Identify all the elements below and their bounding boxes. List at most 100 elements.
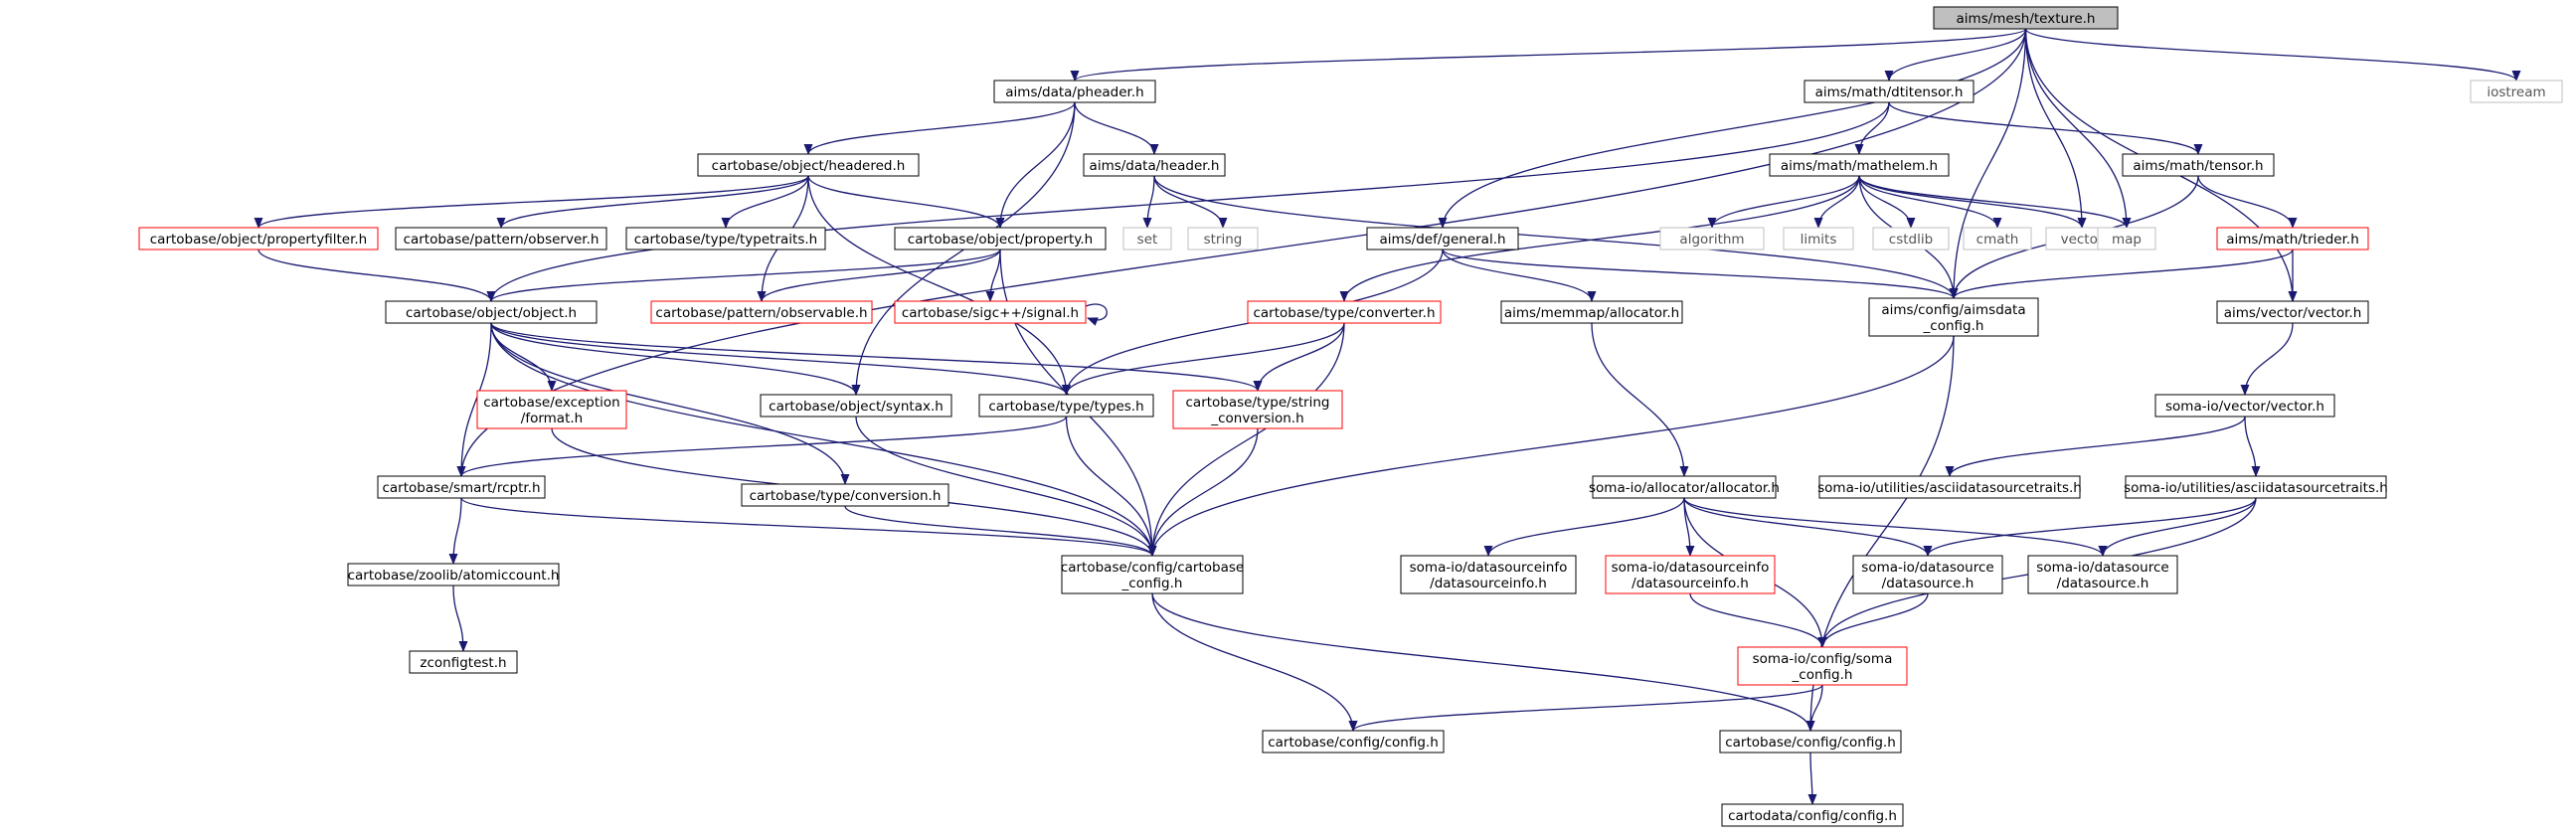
node-label: soma-io/allocator/allocator.h [1589,480,1780,496]
node-box [2470,80,2563,103]
node-box [1247,300,1442,324]
node-label: string [1204,232,1243,248]
node-box [2097,227,2156,251]
node-texture: aims/mesh/texture.h [1933,6,2119,30]
node-atomiccount[interactable]: cartobase/zoolib/atomiccount.h [347,563,560,587]
node-datasource1[interactable]: soma-io/datasource/datasource.h [1852,555,2003,594]
node-asciitraits1[interactable]: soma-io/utilities/asciidatasourcetraits.… [1817,475,2082,499]
node-observable[interactable]: cartobase/pattern/observable.h [650,300,873,324]
edge-mathelem-to-cmath [1858,175,2002,229]
node-label: cartobase/zoolib/atomiccount.h [348,568,560,584]
node-label: cartobase/object/property.h [908,232,1093,248]
node-box [993,80,1156,103]
node-cartobase_config[interactable]: cartobase/config/cartobase_config.h [1061,555,1244,594]
node-set: set [1122,227,1172,251]
node-cartodata_config[interactable]: cartodata/config/config.h [1721,803,1904,827]
node-datasource2[interactable]: soma-io/datasource/datasource.h [2027,555,2178,594]
node-string_conversion[interactable]: cartobase/type/string_conversion.h [1172,390,1343,429]
node-aimsdata_config[interactable]: aims/config/aimsdata_config.h [1868,297,2039,337]
node-dtitensor[interactable]: aims/math/dtitensor.h [1803,80,1975,103]
edge-tensor-to-trieder [2197,175,2298,229]
edge-signal-to-signal [1085,303,1108,326]
node-types[interactable]: cartobase/type/types.h [978,394,1154,418]
node-box [1818,475,2081,499]
node-converter[interactable]: cartobase/type/converter.h [1247,300,1442,324]
node-box [1500,300,1683,324]
node-soma_allocator[interactable]: soma-io/allocator/allocator.h [1589,475,1780,499]
edge-atomiccount-to-zconfigtest [452,585,468,652]
edge-soma_allocator-to-dsinfo1 [1483,497,1685,557]
node-somavector[interactable]: soma-io/vector/vector.h [2154,394,2335,418]
node-label: set [1137,232,1158,248]
edge-mathelem-to-cstdlib [1858,175,1916,229]
node-label: cartobase/type/conversion.h [750,488,942,504]
node-header[interactable]: aims/data/header.h [1083,153,1226,177]
node-config2[interactable]: cartobase/config/config.h [1719,730,1902,754]
node-typetraits[interactable]: cartobase/type/typetraits.h [625,227,826,251]
node-object[interactable]: cartobase/object/object.h [385,300,598,324]
node-box [650,300,873,324]
node-label: cmath [1976,232,2019,248]
node-propertyfilter[interactable]: cartobase/object/propertyfilter.h [138,227,379,251]
node-rcptr[interactable]: cartobase/smart/rcptr.h [377,475,546,499]
node-label: aims/config/aimsdata [1881,302,2025,318]
edge-header-to-aimsdata_config [1153,175,1959,299]
node-signal[interactable]: cartobase/sigc++/signal.h [894,300,1087,324]
node-box [1872,227,1950,251]
node-label: _config.h [1923,318,1984,334]
node-observer[interactable]: cartobase/pattern/observer.h [395,227,607,251]
node-box [1172,390,1343,429]
node-label: cartobase/type/converter.h [1253,305,1435,321]
node-box [1122,227,1172,251]
node-box [978,394,1154,418]
edge-headered-to-property [807,175,1005,229]
node-asciitraits2[interactable]: soma-io/utilities/asciidatasourcetraits.… [2124,475,2388,499]
node-limits: limits [1783,227,1854,251]
node-property[interactable]: cartobase/object/property.h [894,227,1107,251]
edge-cartobase_config-to-config2 [1151,592,1815,732]
node-pheader[interactable]: aims/data/pheader.h [993,80,1156,103]
node-box [1933,6,2119,30]
edge-headered-to-propertyfilter [254,175,809,229]
node-label: cartobase/type/types.h [988,399,1143,415]
node-mathelem[interactable]: aims/math/mathelem.h [1769,153,1950,177]
node-trieder[interactable]: aims/math/trieder.h [2216,227,2369,251]
node-exception_format[interactable]: cartobase/exception/format.h [476,390,627,429]
edge-asciitraits2-to-datasource1 [1923,497,2257,557]
node-box [138,227,379,251]
node-box [1400,555,1577,594]
edge-object-to-rcptr [456,322,492,477]
node-iostream: iostream [2470,80,2563,103]
node-dsinfo2[interactable]: soma-io/datasourceinfo/datasourceinfo.h [1605,555,1776,594]
node-general[interactable]: aims/def/general.h [1366,227,1519,251]
node-box [2122,153,2275,177]
edge-converter-to-types [1062,322,1345,396]
node-label: cartobase/object/object.h [406,305,577,321]
node-allocator[interactable]: aims/memmap/allocator.h [1500,300,1683,324]
node-box [1061,555,1244,594]
node-box [1852,555,2003,594]
node-box [1868,297,2039,337]
node-box [1262,730,1445,754]
node-conversion[interactable]: cartobase/type/conversion.h [741,483,949,507]
node-config1[interactable]: cartobase/config/config.h [1262,730,1445,754]
node-headered[interactable]: cartobase/object/headered.h [697,153,920,177]
node-label: cartobase/smart/rcptr.h [382,480,540,496]
edge-cartobase_config-to-config1 [1151,592,1358,732]
node-box [625,227,826,251]
node-syntax[interactable]: cartobase/object/syntax.h [760,394,952,418]
nodes-layer: aims/mesh/texture.h aims/data/pheader.h ai… [138,6,2563,827]
node-zconfigtest[interactable]: zconfigtest.h [409,650,518,674]
node-aimsvector[interactable]: aims/vector/vector.h [2216,300,2369,324]
node-tensor[interactable]: aims/math/tensor.h [2122,153,2275,177]
node-label: cartobase/object/propertyfilter.h [150,232,367,248]
node-box [1592,475,1777,499]
edge-aimsvector-to-somavector [2240,322,2294,396]
node-label: soma-io/vector/vector.h [2165,399,2324,415]
node-map: map [2097,227,2156,251]
node-soma_config[interactable]: soma-io/config/soma_config.h [1737,646,1908,686]
node-label: cartodata/config/config.h [1728,808,1897,824]
node-dsinfo1[interactable]: soma-io/datasourceinfo/datasourceinfo.h [1400,555,1577,594]
edge-property-to-object [486,249,1001,302]
edge-dtitensor-to-tensor [1888,101,2203,155]
